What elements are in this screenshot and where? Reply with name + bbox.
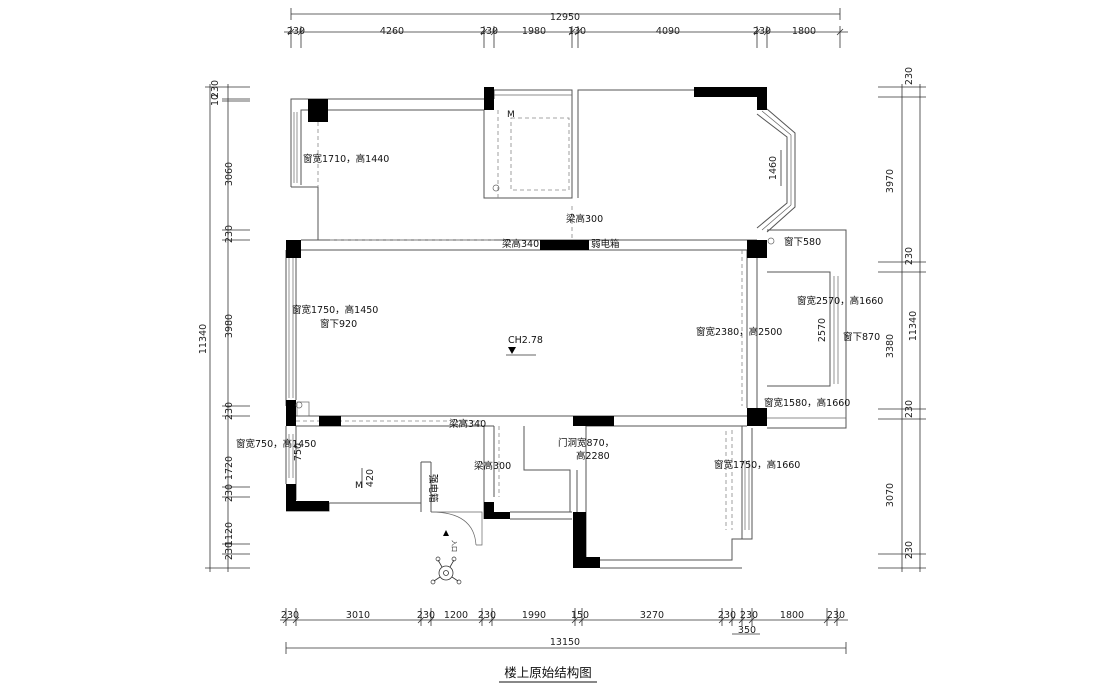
shaft bbox=[296, 401, 310, 417]
bottom-dim-4: 1200 bbox=[444, 610, 468, 621]
column bbox=[757, 87, 767, 110]
label-entry: 入口 bbox=[450, 540, 457, 552]
label-window-below-870: 窗下870 bbox=[843, 331, 880, 343]
column bbox=[747, 408, 767, 426]
label-m-top: M bbox=[507, 110, 515, 120]
label-window-1750-left: 窗宽1750，高1450 bbox=[292, 304, 378, 316]
top-dim-5: 130 bbox=[568, 26, 586, 37]
column bbox=[484, 502, 510, 519]
column bbox=[573, 512, 600, 568]
column bbox=[573, 416, 614, 426]
label-window-1750-right: 窗宽1750，高1660 bbox=[714, 459, 800, 471]
top-total-dim: 12950 bbox=[550, 12, 580, 23]
top-dim-2: 4260 bbox=[380, 26, 404, 37]
right-dim-2: 3970 bbox=[885, 169, 896, 193]
pipe-icon bbox=[492, 184, 500, 192]
column bbox=[540, 240, 589, 250]
label-ceiling-height: CH2.78 bbox=[508, 335, 543, 346]
left-dimensions: 230 10 3060 230 3980 230 1720 230 1120 2… bbox=[198, 80, 250, 572]
label-door-opening: 门洞宽870， bbox=[558, 437, 614, 449]
column bbox=[694, 87, 757, 97]
label-weak-current-box: 弱电箱 bbox=[591, 238, 620, 250]
bottom-total-dim: 13150 bbox=[550, 637, 580, 648]
left-dim-9: 1120 bbox=[224, 522, 235, 546]
label-window-below-580: 窗下580 bbox=[784, 236, 821, 248]
beam-lines bbox=[296, 110, 743, 530]
right-total-dim: 11340 bbox=[908, 311, 919, 341]
bottom-dim-5: 230 bbox=[478, 610, 496, 621]
left-dim-10: 230 bbox=[224, 542, 235, 560]
label-beam-300-mid: 梁高300 bbox=[474, 460, 511, 472]
label-door-height: 高2280 bbox=[576, 450, 610, 462]
label-window-2570: 窗宽2570，高1660 bbox=[797, 295, 883, 307]
top-dim-7: 230 bbox=[753, 26, 771, 37]
right-dim-1: 230 bbox=[904, 67, 915, 85]
bottom-dim-9: 230 bbox=[718, 610, 736, 621]
bottom-dimensions: 230 3010 230 1200 230 1990 150 3270 230 … bbox=[280, 608, 848, 654]
bottom-dim-6: 1990 bbox=[522, 610, 546, 621]
level-marker-icon bbox=[508, 347, 516, 354]
walls bbox=[285, 89, 847, 569]
label-beam-340-top: 梁高340 bbox=[502, 238, 539, 250]
left-dim-7: 1720 bbox=[224, 456, 235, 480]
bottom-dim-11: 1800 bbox=[780, 610, 804, 621]
bottom-dim-10: 230 bbox=[740, 610, 758, 621]
top-dim-6: 4090 bbox=[656, 26, 680, 37]
label-dim-2570: 2570 bbox=[817, 318, 828, 342]
column bbox=[484, 87, 494, 110]
label-beam-340-mid: 梁高340 bbox=[449, 418, 486, 430]
bottom-dim-1: 230 bbox=[281, 610, 299, 621]
label-m-bottom: M bbox=[355, 481, 363, 491]
right-dim-5: 230 bbox=[904, 400, 915, 418]
left-dim-8: 230 bbox=[224, 484, 235, 502]
pipe-icon bbox=[767, 237, 775, 245]
column bbox=[308, 99, 328, 122]
column bbox=[286, 240, 301, 258]
label-bay-1460: 1460 bbox=[768, 156, 779, 180]
drawing-title: 楼上原始结构图 bbox=[504, 665, 592, 680]
top-dimensions: 12950 230 4260 230 1980 130 4090 230 180… bbox=[284, 8, 848, 48]
label-beam-300-top: 梁高300 bbox=[566, 213, 603, 225]
right-dim-3: 230 bbox=[904, 247, 915, 265]
column bbox=[747, 240, 767, 258]
label-window-1710: 窗宽1710，高1440 bbox=[303, 153, 389, 165]
label-dim-420: 420 bbox=[365, 469, 376, 487]
left-dim-5: 3980 bbox=[224, 314, 235, 338]
top-dim-8: 1800 bbox=[792, 26, 816, 37]
column bbox=[286, 400, 296, 426]
label-window-750: 窗宽750，高1450 bbox=[236, 438, 316, 450]
bottom-dim-12: 230 bbox=[827, 610, 845, 621]
top-dim-1: 230 bbox=[287, 26, 305, 37]
columns bbox=[286, 87, 767, 568]
left-dim-2: 10 bbox=[210, 94, 221, 106]
left-total-dim: 11340 bbox=[198, 324, 209, 354]
label-dim-750: 750 bbox=[293, 443, 304, 461]
right-dim-4: 3380 bbox=[885, 334, 896, 358]
label-window-1580: 窗宽1580，高1660 bbox=[764, 397, 850, 409]
label-strong-current-box: 强电箱 bbox=[427, 474, 439, 503]
bottom-dim-8: 3270 bbox=[640, 610, 664, 621]
bottom-dim-7: 150 bbox=[571, 610, 589, 621]
entry-arrow-icon bbox=[443, 530, 449, 536]
label-window-below-920: 窗下920 bbox=[320, 318, 357, 330]
top-dim-4: 1980 bbox=[522, 26, 546, 37]
top-dim-3: 230 bbox=[480, 26, 498, 37]
right-dim-6: 3070 bbox=[885, 483, 896, 507]
entry-marker: 入口 bbox=[443, 530, 457, 552]
left-dim-4: 230 bbox=[224, 225, 235, 243]
left-dim-1: 230 bbox=[210, 80, 221, 98]
compass-icon bbox=[430, 556, 462, 585]
left-dim-3: 3060 bbox=[224, 162, 235, 186]
bottom-dim-2: 3010 bbox=[346, 610, 370, 621]
bottom-extra-dim: 350 bbox=[738, 625, 756, 636]
column bbox=[286, 484, 329, 511]
right-dim-7: 230 bbox=[904, 541, 915, 559]
left-dim-6: 230 bbox=[224, 402, 235, 420]
label-window-2380: 窗宽2380，高2500 bbox=[696, 326, 782, 338]
bottom-dim-3: 230 bbox=[417, 610, 435, 621]
column bbox=[319, 416, 341, 426]
right-dimensions: 230 3970 230 3380 230 3070 230 11340 bbox=[878, 67, 926, 572]
